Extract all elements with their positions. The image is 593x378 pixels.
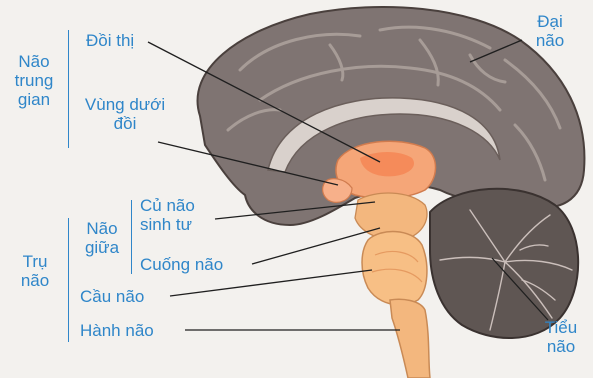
label-nao-trung-gian: Não trung gian (6, 52, 62, 109)
label-tieu-nao: Tiểu não (533, 318, 589, 356)
medulla-shape (390, 299, 430, 378)
brace-nao-trung-gian (68, 30, 69, 148)
label-doi-thi: Đồi thị (86, 31, 134, 50)
label-dai-nao: Đại não (522, 12, 578, 50)
pons-shape (362, 232, 427, 305)
pointer-cuong-nao (252, 228, 380, 264)
brace-nao-giua (131, 200, 132, 274)
label-cuong-nao: Cuống não (140, 255, 223, 274)
brace-tru-nao (68, 218, 69, 342)
label-hanh-nao: Hành não (80, 321, 154, 340)
label-vung-duoi-doi: Vùng dưới đồi (72, 95, 178, 133)
label-tru-nao: Trụ não (12, 252, 58, 290)
label-cau-nao: Cầu não (80, 287, 144, 306)
label-cu-nao-sinh-tu: Củ não sinh tư (140, 196, 195, 234)
label-nao-giua: Não giữa (76, 219, 128, 257)
